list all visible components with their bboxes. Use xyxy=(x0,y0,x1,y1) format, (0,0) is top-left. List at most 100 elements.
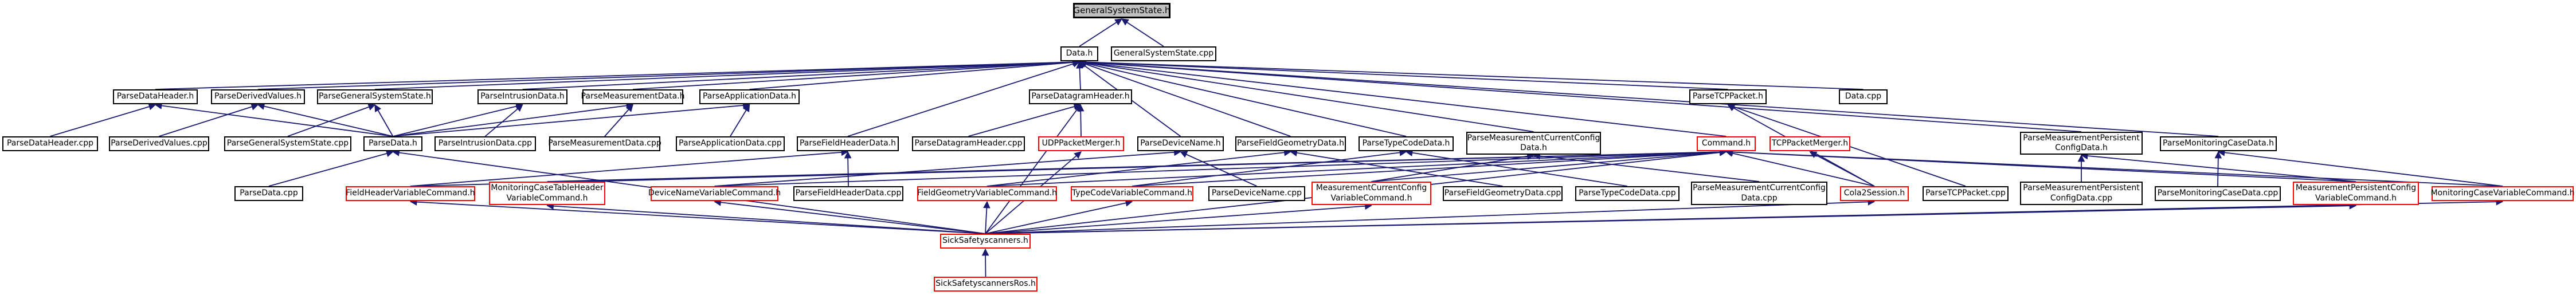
edge-monitoringcasevariablecommand-h-to-parsemonitoringcasedata-h xyxy=(2217,149,2503,187)
graph-node-parsefieldgeometrydata-cpp[interactable]: ParseFieldGeometryData.cpp xyxy=(1443,186,1563,201)
edge-parsemeasurementcurrentconfigdata-cpp-to-parsemeasurementcurrentconfigdata-h xyxy=(1533,152,1760,182)
graph-node-parsetcppacket-cpp[interactable]: ParseTCPPacket.cpp xyxy=(1923,186,2009,201)
graph-node-parseintrusiondata-cpp[interactable]: ParseIntrusionData.cpp xyxy=(434,136,536,151)
graph-node-parseapplicationdata-h[interactable]: ParseApplicationData.h xyxy=(699,89,800,104)
graph-node-parsemonitoringcasedata-cpp[interactable]: ParseMonitoringCaseData.cpp xyxy=(2155,186,2281,201)
edge-parseapplicationdata-cpp-to-parseapplicationdata-h xyxy=(730,104,750,137)
edge-measurementcurrentconfigvariablecommand-h-to-command-h xyxy=(1371,148,1727,182)
edge-sicksafetyscanners-h-to-fieldgeometryvariablecommand-h xyxy=(983,200,991,234)
edge-sicksafetyscanners-h-to-fieldheadervariablecommand-h xyxy=(409,198,986,234)
graph-node-typecodevariablecommand-h[interactable]: TypeCodeVariableCommand.h xyxy=(1071,186,1193,201)
graph-node-parsegeneralsystemstate-cpp[interactable]: ParseGeneralSystemState.cpp xyxy=(224,136,351,151)
edge-parsedata-h-to-parseintrusiondata-h xyxy=(393,103,523,137)
graph-node-generalsystemstate-cpp[interactable]: GeneralSystemState.cpp xyxy=(1111,46,1216,61)
edge-sicksafetyscanners-h-to-parsedatagramheader-h xyxy=(985,104,1081,234)
edge-parsegeneralsystemstate-cpp-to-parsegeneralsystemstate-h xyxy=(287,103,376,137)
edge-parsegeneralsystemstate-h-to-data-h xyxy=(374,58,1080,90)
edge-parsefieldheaderdata-h-to-data-h xyxy=(847,60,1080,137)
graph-node-devicenamevariablecommand-h[interactable]: DeviceNameVariableCommand.h xyxy=(648,186,781,201)
graph-node-parseapplicationdata-cpp[interactable]: ParseApplicationData.cpp xyxy=(676,136,785,151)
graph-node-sicksafetyscanners-h[interactable]: SickSafetyscanners.h xyxy=(940,234,1031,249)
edge-typecodevariablecommand-h-to-parsetypecodedata-h xyxy=(1132,149,1407,187)
edge-parsedata-h-to-parsederivedvalues-h xyxy=(257,103,393,137)
edge-parsefieldgeometrydata-cpp-to-parsefieldgeometrydata-h xyxy=(1290,149,1503,187)
edge-sicksafetyscanners-h-to-measurementcurrentconfigvariablecommand-h xyxy=(985,202,1372,234)
edge-parsedata-h-to-parsegeneralsystemstate-h xyxy=(374,104,394,137)
edge-fieldgeometryvariablecommand-h-to-parsefieldgeometrydata-h xyxy=(986,149,1291,187)
graph-node-parsemeasurementcurrentconfigdata-h[interactable]: ParseMeasurementCurrentConfig Data.h xyxy=(1466,132,1601,155)
edge-parsedatagramheader-cpp-to-parsedatagramheader-h xyxy=(968,103,1082,137)
graph-node-generalsystemstate-h[interactable]: GeneralSystemState.h xyxy=(1073,3,1170,18)
edge-parsefieldgeometrydata-h-to-data-h xyxy=(1078,60,1291,137)
edge-parsemeasurementdata-h-to-data-h xyxy=(632,58,1080,90)
edge-parsedataheader-cpp-to-parsedataheader-h xyxy=(50,103,156,137)
edge-sicksafetyscanners-h-to-monitoringcasevariablecommand-h xyxy=(985,198,2504,234)
edge-udppacketmerger-h-to-parsedatagramheader-h xyxy=(1076,104,1085,137)
graph-node-tcppacketmerger-h[interactable]: TCPPacketMerger.h xyxy=(1769,136,1850,151)
edge-parsemeasurementcurrentconfigdata-h-to-data-h xyxy=(1078,59,1534,132)
graph-node-parsegeneralsystemstate-h[interactable]: ParseGeneralSystemState.h xyxy=(317,89,433,104)
graph-node-parsedataheader-h[interactable]: ParseDataHeader.h xyxy=(113,89,198,104)
edge-cola2session-h-to-tcppacketmerger-h xyxy=(1809,151,1875,187)
graph-node-parsemonitoringcasedata-h[interactable]: ParseMonitoringCaseData.h xyxy=(2160,136,2277,151)
graph-node-parsedatagramheader-h[interactable]: ParseDatagramHeader.h xyxy=(1029,89,1132,104)
edge-fieldgeometryvariablecommand-h-to-command-h xyxy=(986,148,1727,187)
edge-sicksafetyscanners-h-to-monitoringcasetableheadervariablecommand-h xyxy=(546,202,986,234)
graph-node-parsedevicename-cpp[interactable]: ParseDeviceName.cpp xyxy=(1208,186,1305,201)
edge-monitoringcasevariablecommand-h-to-command-h xyxy=(1725,148,2503,187)
edge-command-h-to-data-h xyxy=(1078,59,1727,137)
edge-data-cpp-to-data-h xyxy=(1078,58,1864,90)
edge-parsedata-h-to-parsemeasurementdata-h xyxy=(393,102,634,137)
edge-sicksafetyscanners-h-to-typecodevariablecommand-h xyxy=(985,199,1133,234)
graph-node-parsemeasurementcurrentconfigdata-cpp[interactable]: ParseMeasurementCurrentConfig Data.cpp xyxy=(1691,182,1827,205)
graph-node-fieldheadervariablecommand-h[interactable]: FieldHeaderVariableCommand.h xyxy=(346,186,475,201)
edge-sicksafetyscannersros-h-to-sicksafetyscanners-h xyxy=(981,248,989,277)
graph-node-parsefieldgeometrydata-h[interactable]: ParseFieldGeometryData.h xyxy=(1235,136,1346,151)
edge-parsetcppacket-h-to-data-h xyxy=(1078,58,1728,90)
graph-node-parsedatagramheader-cpp[interactable]: ParseDatagramHeader.cpp xyxy=(912,136,1025,151)
graph-node-parsetypecodedata-h[interactable]: ParseTypeCodeData.h xyxy=(1359,136,1454,151)
graph-node-sicksafetyscannersros-h[interactable]: SickSafetyscannersRos.h xyxy=(934,277,1038,292)
graph-node-data-cpp[interactable]: Data.cpp xyxy=(1839,89,1888,104)
edge-parseintrusiondata-h-to-data-h xyxy=(522,58,1080,90)
graph-node-parsemeasurementdata-h[interactable]: ParseMeasurementData.h xyxy=(581,89,684,104)
graph-node-parsedevicename-h[interactable]: ParseDeviceName.h xyxy=(1137,136,1224,151)
edge-parsetypecodedata-h-to-data-h xyxy=(1078,60,1407,137)
edge-cola2session-h-to-command-h xyxy=(1725,150,1875,187)
graph-node-parsederivedvalues-cpp[interactable]: ParseDerivedValues.cpp xyxy=(109,136,209,151)
edge-parsedata-h-to-parseapplicationdata-h xyxy=(393,101,750,137)
edge-parseintrusiondata-cpp-to-parseintrusiondata-h xyxy=(484,104,523,137)
graph-node-parsedataheader-cpp[interactable]: ParseDataHeader.cpp xyxy=(2,136,98,151)
graph-node-parsedata-cpp[interactable]: ParseData.cpp xyxy=(234,186,303,201)
graph-node-parsefieldheaderdata-cpp[interactable]: ParseFieldHeaderData.cpp xyxy=(793,186,903,201)
edge-sicksafetyscanners-h-to-devicenamevariablecommand-h xyxy=(714,199,986,234)
graph-node-parsetypecodedata-cpp[interactable]: ParseTypeCodeData.cpp xyxy=(1575,186,1680,201)
edge-sicksafetyscanners-h-to-cola2session-h xyxy=(985,198,1876,234)
edge-monitoringcasetableheadervariablecommand-h-to-command-h xyxy=(547,148,1727,182)
graph-node-parsetcppacket-h[interactable]: ParseTCPPacket.h xyxy=(1689,89,1767,104)
graph-node-data-h[interactable]: Data.h xyxy=(1060,46,1098,61)
graph-node-parsederivedvalues-h[interactable]: ParseDerivedValues.h xyxy=(211,89,305,104)
graph-node-measurementpersistentconfigvariablecommand-h[interactable]: MeasurementPersistentConfig VariableComm… xyxy=(2293,182,2419,205)
graph-node-parsedata-h[interactable]: ParseData.h xyxy=(363,136,422,151)
edge-parsedataheader-h-to-data-h xyxy=(155,58,1080,90)
graph-node-command-h[interactable]: Command.h xyxy=(1697,136,1756,151)
graph-node-parsefieldheaderdata-h[interactable]: ParseFieldHeaderData.h xyxy=(797,136,899,151)
edge-parsedata-cpp-to-parsedata-h xyxy=(268,150,394,187)
edge-parsederivedvalues-cpp-to-parsederivedvalues-h xyxy=(159,103,259,137)
graph-node-parsemeasurementpersistentconfigdata-h[interactable]: ParseMeasurementPersistent ConfigData.h xyxy=(2020,132,2143,155)
graph-node-parsemeasurementpersistentconfigdata-cpp[interactable]: ParseMeasurementPersistent ConfigData.cp… xyxy=(2020,182,2143,205)
graph-node-parsemeasurementdata-cpp[interactable]: ParseMeasurementData.cpp xyxy=(548,136,661,151)
edge-parsemeasurementpersistentconfigdata-h-to-data-h xyxy=(1078,58,2082,132)
edge-parsedatagramheader-h-to-data-h xyxy=(1076,61,1083,90)
graph-node-fieldgeometryvariablecommand-h[interactable]: FieldGeometryVariableCommand.h xyxy=(917,186,1057,201)
graph-node-monitoringcasetableheadervariablecommand-h[interactable]: MonitoringCaseTableHeader VariableComman… xyxy=(489,182,605,205)
edge-parsemeasurementdata-cpp-to-parsemeasurementdata-h xyxy=(604,104,633,137)
graph-node-monitoringcasevariablecommand-h[interactable]: MonitoringCaseVariableCommand.h xyxy=(2430,186,2575,201)
graph-node-cola2session-h[interactable]: Cola2Session.h xyxy=(1840,186,1909,201)
edge-typecodevariablecommand-h-to-command-h xyxy=(1132,148,1727,187)
graph-node-udppacketmerger-h[interactable]: UDPPacketMerger.h xyxy=(1038,136,1124,151)
graph-node-parseintrusiondata-h[interactable]: ParseIntrusionData.h xyxy=(477,89,567,104)
graph-node-measurementcurrentconfigvariablecommand-h[interactable]: MeasurementCurrentConfig VariableCommand… xyxy=(1312,182,1431,205)
